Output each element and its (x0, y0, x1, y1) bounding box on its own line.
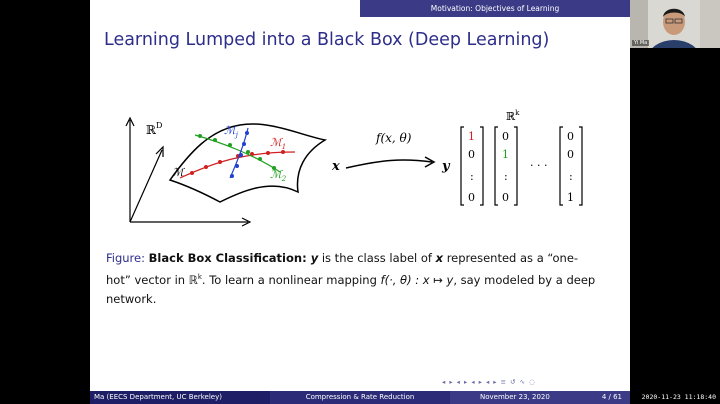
footer-date: November 23, 2020 (480, 393, 550, 401)
webcam-person-image (630, 0, 720, 48)
recording-timestamp: 2020-11-23 11:18:40 (641, 393, 716, 401)
manifold-sheet (168, 123, 328, 203)
webcam-name: Yi Ma (632, 40, 650, 46)
manifold-m2-label: ℳ2 (270, 168, 287, 183)
manifold-label: ℳ (172, 166, 186, 179)
vector-ellipsis: · · · (530, 159, 547, 172)
mapping-label: f(x, θ) (375, 131, 412, 145)
footer-page-number: 4 / 61 (601, 393, 622, 401)
black-box-figure: ℝD ℳ ℳ1 ℳj ℳ2 x f(x, θ) y ℝk (125, 109, 583, 227)
caption-figure-word: Figure: (106, 251, 145, 265)
svg-text::: : (504, 170, 508, 183)
manifold-m1-label: ℳ1 (270, 136, 286, 151)
section-header-bar: Motivation: Objectives of Learning (90, 0, 630, 17)
svg-text:1: 1 (567, 191, 574, 204)
webcam-thumbnail: Yi Ma (630, 0, 720, 48)
one-hot-vector-1: 1 0 : 0 (460, 126, 484, 206)
caption-bold: Black Box Classification: (148, 251, 307, 265)
output-y: y (441, 159, 451, 174)
input-x: x (331, 159, 340, 174)
svg-text:0: 0 (468, 148, 475, 161)
figure-caption: Figure: Black Box Classification: y is t… (106, 251, 596, 306)
one-hot-vector-2: 0 1 : 0 (494, 126, 518, 206)
footer-bar: Ma (EECS Department, UC Berkeley) Compre… (90, 391, 630, 404)
footer-author: Ma (EECS Department, UC Berkeley) (90, 391, 270, 404)
coordinate-axes (125, 116, 252, 227)
section-title[interactable]: Motivation: Objectives of Learning (360, 0, 630, 17)
one-hot-vector-k: 0 0 : 1 (559, 126, 583, 206)
footer-date-page: November 23, 2020 4 / 61 (450, 391, 630, 404)
label-rk: ℝk (506, 109, 520, 123)
footer-talk-title: Compression & Rate Reduction (270, 391, 450, 404)
svg-text:1: 1 (502, 148, 509, 161)
svg-text:0: 0 (502, 130, 509, 143)
svg-text:0: 0 (567, 130, 574, 143)
svg-text:0: 0 (567, 148, 574, 161)
manifold-m2-curve (194, 134, 281, 173)
beamer-navigation-symbols[interactable]: ◂ ▸ ◂ ▸ ◂ ▸ ◂ ▸ ≡ ↺ ∿ ◌ (442, 378, 536, 386)
blue-points (230, 131, 249, 178)
mapping-arrow (345, 159, 433, 169)
manifold-mj-label: ℳj (224, 124, 239, 139)
svg-text::: : (470, 170, 474, 183)
svg-text:1: 1 (468, 130, 475, 143)
slide-title: Learning Lumped into a Black Box (Deep L… (104, 30, 550, 50)
mapping-arrowhead (424, 156, 436, 168)
svg-text:0: 0 (468, 191, 475, 204)
space-label-rd: ℝD (146, 121, 162, 137)
svg-text:0: 0 (502, 191, 509, 204)
green-points (198, 134, 276, 170)
svg-text::: : (569, 170, 573, 183)
slide: Motivation: Objectives of Learning Learn… (90, 0, 630, 404)
